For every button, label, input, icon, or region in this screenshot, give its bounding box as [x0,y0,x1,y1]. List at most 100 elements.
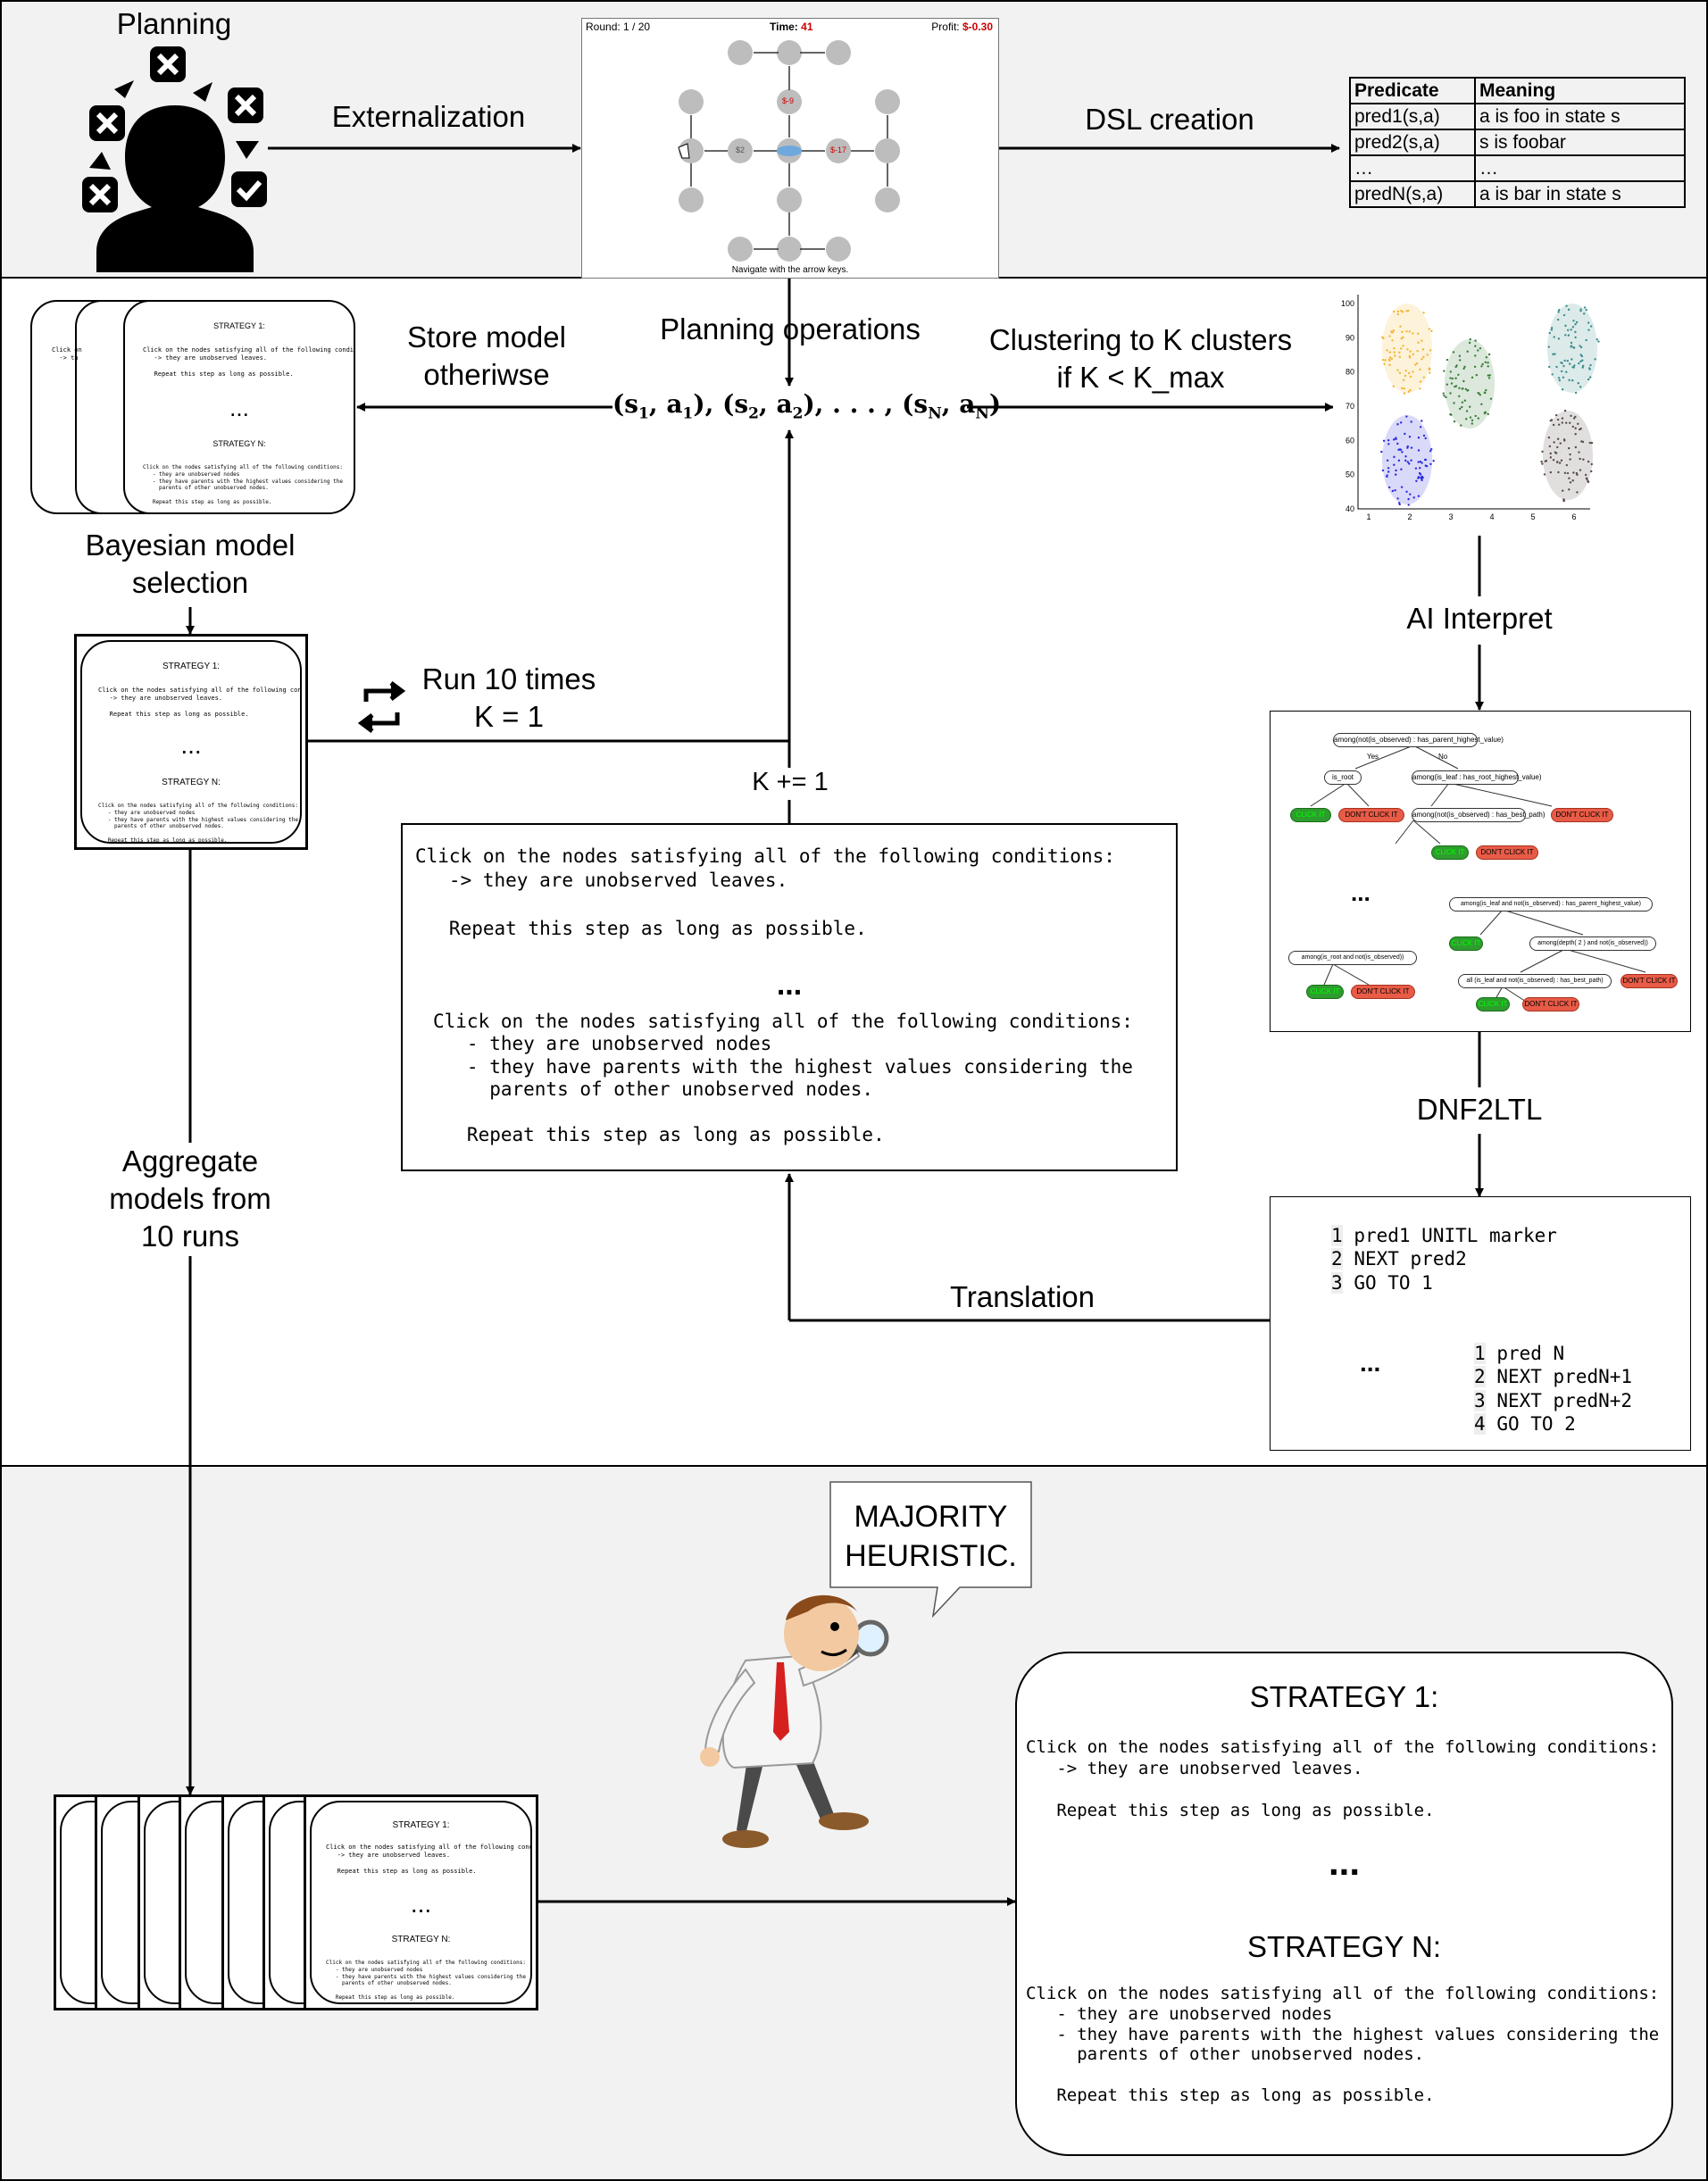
cluster-point [1422,312,1425,314]
cluster-point [1458,354,1462,357]
strategy-block-2: Click on the nodes satisfying all of the… [433,1011,1133,1146]
cluster-point [1396,497,1399,500]
cluster-point [1461,401,1464,404]
k-increment-label: K += 1 [752,768,829,796]
ltl-box: 1 pred1 UNITL marker 2 NEXT pred2 3 GO T… [1270,1196,1691,1451]
cluster-point [1460,424,1462,427]
tree-node-left-low: among(is_root and not(is_observed)) [1288,951,1417,965]
cluster-point [1412,496,1415,499]
cluster-point [1458,359,1462,362]
cluster-point [1556,318,1560,321]
cluster-point [1557,423,1561,426]
cluster-point [1597,340,1600,343]
cluster-point [1579,457,1581,461]
cluster-point [1387,486,1391,489]
cluster-point [1428,328,1431,330]
cluster-point [1419,387,1421,390]
cluster-point [1589,363,1592,367]
tree-ellipsis: ... [1351,879,1371,906]
cluster-point [1400,486,1404,488]
cluster-point [1381,358,1385,362]
cluster-point [1569,481,1572,484]
cluster-point [1462,367,1465,370]
table-cell: a is foo in state s [1474,103,1686,130]
cluster-point [1580,440,1583,443]
profit-label: Profit: [931,21,960,33]
cluster-point [1417,495,1421,497]
cluster-point [1581,359,1584,362]
cluster-point [1428,367,1431,370]
cluster-point [1574,391,1578,395]
cluster-point [1450,382,1454,385]
cluster-point [1423,458,1427,462]
cluster-point [1558,379,1562,382]
y-tick-label: 80 [1346,368,1354,377]
cluster-point [1468,341,1471,345]
cluster-point [1479,346,1482,350]
node-value-3: $-17 [830,146,847,154]
planning-operations-label: Planning operations [660,312,921,345]
cluster-point [1393,351,1396,354]
cluster-point [1405,310,1408,312]
cluster-point [1579,345,1583,349]
cluster-point [1429,371,1431,374]
cluster-point [1429,462,1432,466]
y-tick-label: 90 [1346,333,1354,342]
cluster-point [1576,491,1579,494]
cluster-point [1419,467,1421,470]
cluster-point [1398,355,1402,358]
cluster-point [1465,410,1469,412]
x-tick-label: 3 [1448,512,1453,521]
bayesian-label: Bayesian model selection [85,529,296,600]
cluster-point [1550,327,1554,329]
cluster-point [1578,451,1580,454]
card-ellipsis: ... [229,395,249,421]
cluster-point [1485,356,1488,359]
cluster-point [1426,354,1429,356]
table-cell: predN(s,a) [1349,180,1476,208]
cluster-point [1487,412,1489,416]
cluster-point [1579,428,1581,431]
y-tick-label: 60 [1346,436,1354,445]
cluster-point [1404,370,1407,372]
cluster-point [1466,350,1469,353]
cluster-point [1425,464,1429,468]
cluster-point [1394,354,1396,357]
cluster-point [1395,469,1397,472]
cluster-point [1560,370,1563,373]
cluster-point [1383,362,1386,366]
cluster-point [1569,458,1571,461]
cluster-point [1453,420,1456,423]
cluster-point [1547,436,1551,439]
cluster-point [1567,334,1571,337]
cluster-point [1388,363,1391,366]
cluster-point [1568,477,1571,479]
tree-edge-no: No [1438,753,1448,761]
cluster-point [1487,374,1490,377]
y-tick-label: 50 [1346,470,1354,479]
cluster-point [1565,463,1569,467]
cluster-point [1569,453,1571,456]
ltl-line: NEXT predN+1 [1496,1366,1633,1388]
cluster-point [1419,426,1422,429]
cluster-point [1466,389,1469,392]
cluster-point [1588,376,1592,379]
cluster-point [1421,357,1423,361]
cluster-point [1474,339,1477,342]
cluster-point [1404,459,1407,462]
cluster-point [1556,445,1559,449]
cluster-point [1380,450,1383,454]
ltl-line: NEXT predN+2 [1496,1389,1633,1411]
cluster-point [1398,448,1402,451]
final-title-n: STRATEGY N: [1247,1930,1441,1963]
cluster-point [1590,462,1593,466]
cluster-point [1386,475,1388,479]
cluster-point [1412,370,1414,373]
cluster-point [1477,349,1479,352]
cluster-point [1571,358,1573,361]
cluster-point [1558,462,1562,464]
cluster-point [1587,321,1590,324]
cluster-point [1449,392,1452,395]
